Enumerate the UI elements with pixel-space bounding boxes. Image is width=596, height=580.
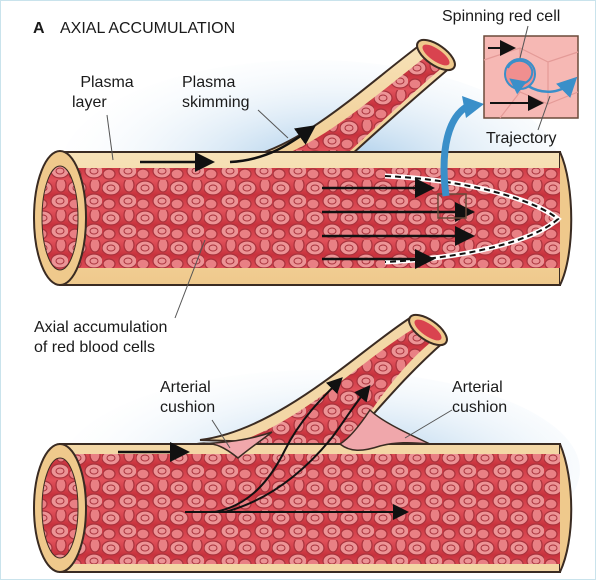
axial-accumulation-label: Axial accumulation of red blood cells bbox=[34, 318, 167, 358]
arterial-cushion-right-line-2: cushion bbox=[452, 398, 507, 418]
spinning-red-cell-label: Spinning red cell bbox=[442, 7, 560, 27]
arterial-cushion-right-label: Arterial cushion bbox=[452, 378, 507, 418]
main-vessel-end bbox=[560, 152, 571, 285]
arterial-cushion-right-line-1: Arterial bbox=[452, 378, 507, 398]
axial-accumulation-line-2: of red blood cells bbox=[34, 338, 167, 358]
top-vessel-diagram bbox=[34, 26, 578, 318]
plasma-layer-label: Plasma layer bbox=[72, 73, 142, 113]
trajectory-label: Trajectory bbox=[486, 129, 557, 149]
panel-title: AXIAL ACCUMULATION bbox=[60, 19, 235, 39]
main-vessel-blood-bottom bbox=[60, 454, 560, 564]
arterial-cushion-left-line-1: Arterial bbox=[160, 378, 215, 398]
main-vessel-lumen-bottom bbox=[42, 458, 78, 558]
main-vessel-blood bbox=[60, 168, 560, 268]
plasma-skimming-label: Plasma skimming bbox=[182, 73, 250, 113]
arterial-cushion-left-label: Arterial cushion bbox=[160, 378, 215, 418]
plasma-layer-line-2: layer bbox=[72, 93, 142, 113]
plasma-skimming-line-1: Plasma bbox=[182, 73, 250, 93]
arterial-cushion-left-line-2: cushion bbox=[160, 398, 215, 418]
plasma-skimming-line-2: skimming bbox=[182, 93, 250, 113]
axial-accumulation-line-1: Axial accumulation bbox=[34, 318, 167, 338]
plasma-layer-line-1: Plasma bbox=[72, 73, 142, 93]
panel-letter: A bbox=[33, 19, 45, 39]
main-vessel-lumen bbox=[42, 166, 78, 270]
